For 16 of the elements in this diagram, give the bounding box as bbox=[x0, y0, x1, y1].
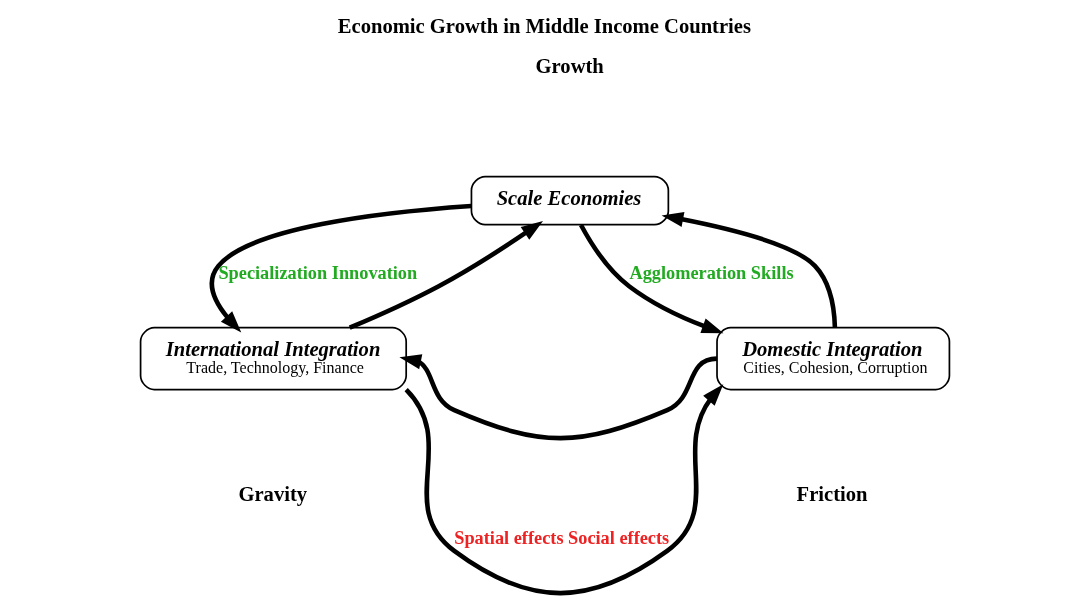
arrow bbox=[348, 221, 543, 330]
label: Gravity bbox=[238, 483, 308, 506]
arrow bbox=[404, 384, 724, 596]
edge-label: Agglomeration Skills bbox=[629, 263, 794, 284]
arrow bbox=[579, 223, 724, 334]
arrow bbox=[661, 211, 838, 328]
diagram-title: Economic Growth in Middle Income Countries bbox=[337, 14, 751, 37]
edge-label: Spatial effects Social effects bbox=[454, 527, 670, 548]
edge-label: Specialization Innovation bbox=[218, 263, 418, 284]
arrow bbox=[399, 354, 718, 441]
label: Friction bbox=[796, 483, 868, 506]
node-box: Scale Economies bbox=[470, 175, 670, 226]
arrow bbox=[209, 203, 472, 333]
node-box: International Integration Trade, Technology, Finance bbox=[139, 326, 408, 391]
label: Growth bbox=[535, 54, 604, 77]
node-box: Domestic Integration Cities, Cohesion, Corruption bbox=[716, 326, 951, 391]
